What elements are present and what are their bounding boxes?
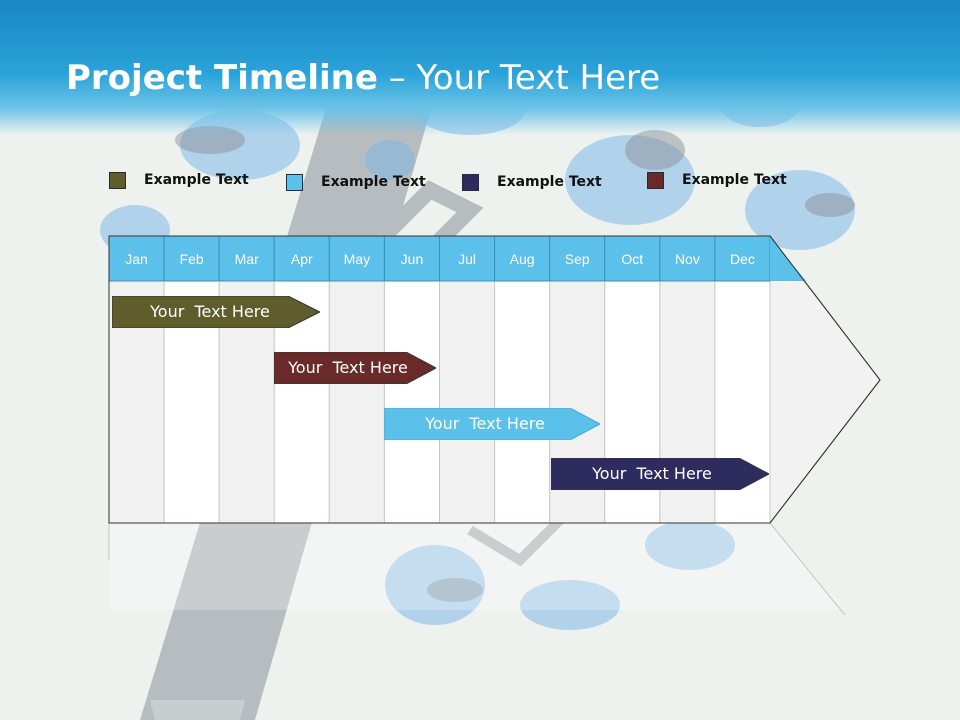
timeline-bar: Your Text Here <box>384 408 600 440</box>
legend-item: Example Text <box>286 172 426 192</box>
bar-label: Your Text Here <box>288 358 408 377</box>
month-header-cell <box>439 235 496 282</box>
legend-label: Example Text <box>321 174 426 190</box>
month-label: Jan <box>125 251 148 267</box>
month-header-cell <box>218 235 275 282</box>
timeline-reflection <box>109 523 845 610</box>
bar-shape <box>112 296 320 328</box>
month-column <box>494 280 551 524</box>
legend-label: Example Text <box>144 172 249 188</box>
month-label: May <box>344 251 370 267</box>
timeline-bar: Your Text Here <box>274 352 436 384</box>
page-title: Project Timeline – Your Text Here <box>66 58 660 98</box>
bar-shape <box>384 408 600 440</box>
timeline-bar: Your Text Here <box>112 296 320 328</box>
month-label: Oct <box>621 251 643 267</box>
month-label: Nov <box>675 251 700 267</box>
legend-item: Example Text <box>109 170 249 190</box>
timeline-bar: Your Text Here <box>551 458 769 490</box>
bar-label: Your Text Here <box>150 302 270 321</box>
month-column <box>439 280 496 524</box>
bird <box>745 170 855 250</box>
month-label: Jun <box>401 251 424 267</box>
bar-shape <box>274 352 436 384</box>
legend-item: Example Text <box>462 172 602 192</box>
month-column <box>383 280 440 524</box>
month-label: Sep <box>565 251 590 267</box>
month-label: Aug <box>510 251 535 267</box>
month-column <box>328 280 385 524</box>
header-band <box>0 0 960 135</box>
month-label: Apr <box>291 251 313 267</box>
bar-label: Your Text Here <box>425 414 545 433</box>
title-rest: – Your Text Here <box>377 58 661 98</box>
legend-swatch <box>109 171 126 189</box>
bird <box>645 520 735 570</box>
legend-swatch <box>462 173 479 191</box>
legend-label: Example Text <box>497 174 602 190</box>
legend-swatch <box>647 171 664 189</box>
legend-swatch <box>286 173 303 191</box>
title-bold: Project Timeline <box>66 58 378 98</box>
bar-shape <box>551 458 769 490</box>
month-label: Jul <box>458 251 476 267</box>
month-header-cell <box>549 235 606 282</box>
month-header-cell <box>273 235 330 282</box>
month-label: Mar <box>235 251 259 267</box>
bird <box>520 580 620 630</box>
month-header-cell <box>494 235 551 282</box>
bird <box>365 140 415 180</box>
month-header-cell <box>328 235 385 282</box>
legend-item: Example Text <box>647 170 787 190</box>
legend-label: Example Text <box>682 172 787 188</box>
month-label: Dec <box>730 251 755 267</box>
month-label: Feb <box>180 251 204 267</box>
bar-label: Your Text Here <box>592 464 712 483</box>
